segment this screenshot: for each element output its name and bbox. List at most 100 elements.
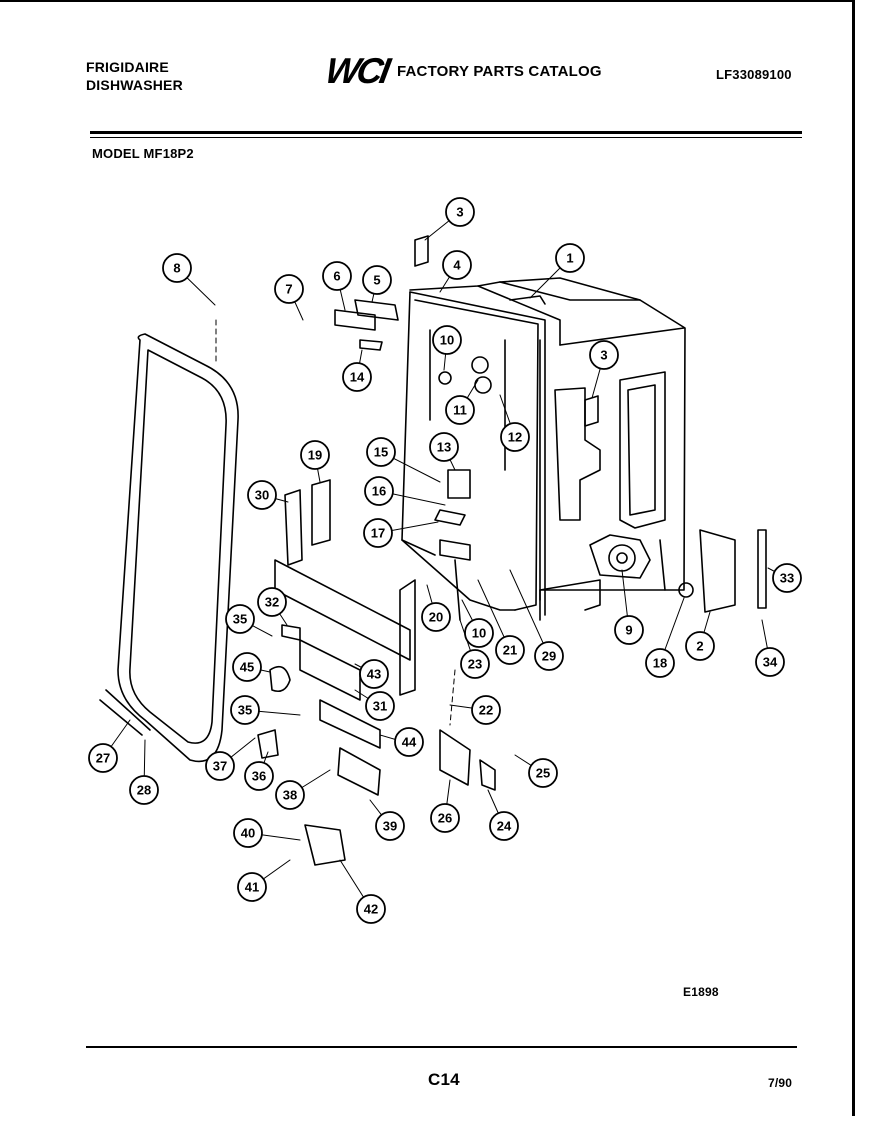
svg-text:5: 5	[373, 273, 380, 288]
svg-text:32: 32	[265, 595, 279, 610]
callout-33: 33	[772, 563, 802, 593]
callout-8: 8	[162, 253, 192, 283]
door-gasket	[99, 333, 239, 763]
callout-4: 4	[442, 250, 472, 280]
svg-text:30: 30	[255, 488, 269, 503]
svg-text:38: 38	[283, 788, 297, 803]
callout-22: 22	[471, 695, 501, 725]
svg-text:8: 8	[173, 261, 180, 276]
callout-39: 39	[375, 811, 405, 841]
svg-text:29: 29	[542, 649, 556, 664]
svg-text:35: 35	[233, 612, 247, 627]
callout-9: 9	[614, 615, 644, 645]
header-rule-thick	[90, 131, 802, 134]
callout-30: 30	[247, 480, 277, 510]
svg-text:23: 23	[468, 657, 482, 672]
callout-13: 13	[429, 432, 459, 462]
svg-text:16: 16	[372, 484, 386, 499]
callout-28: 28	[129, 775, 159, 805]
callout-2: 2	[685, 631, 715, 661]
callout-42: 42	[356, 894, 386, 924]
svg-text:33: 33	[780, 571, 794, 586]
callout-32: 32	[257, 587, 287, 617]
callout-17: 17	[363, 518, 393, 548]
callout-29: 29	[534, 641, 564, 671]
svg-text:4: 4	[453, 258, 461, 273]
svg-text:20: 20	[429, 610, 443, 625]
svg-text:45: 45	[240, 660, 254, 675]
callout-27: 27	[88, 743, 118, 773]
brand-block: FRIGIDAIRE DISHWASHER	[86, 58, 183, 94]
svg-text:2: 2	[696, 639, 703, 654]
svg-text:40: 40	[241, 826, 255, 841]
door-panel-assembly	[274, 479, 416, 796]
callout-21: 21	[495, 635, 525, 665]
svg-text:44: 44	[402, 735, 417, 750]
svg-text:7: 7	[285, 282, 292, 297]
svg-text:22: 22	[479, 703, 493, 718]
page-border-top	[0, 0, 855, 2]
callout-20: 20	[421, 602, 451, 632]
svg-text:24: 24	[497, 819, 512, 834]
svg-text:11: 11	[453, 403, 467, 418]
svg-text:35: 35	[238, 703, 252, 718]
callout-37: 37	[205, 751, 235, 781]
callout-26: 26	[430, 803, 460, 833]
svg-text:14: 14	[350, 370, 365, 385]
svg-text:19: 19	[308, 448, 322, 463]
svg-text:31: 31	[373, 699, 387, 714]
svg-text:39: 39	[383, 819, 397, 834]
callout-25: 25	[528, 758, 558, 788]
callout-15: 15	[366, 437, 396, 467]
callout-11: 11	[445, 395, 475, 425]
callout-45: 45	[232, 652, 262, 682]
svg-text:43: 43	[367, 667, 381, 682]
control-parts	[257, 624, 346, 866]
svg-text:10: 10	[472, 626, 486, 641]
callout-7: 7	[274, 274, 304, 304]
svg-text:26: 26	[438, 811, 452, 826]
product-type: DISHWASHER	[86, 77, 183, 93]
svg-text:18: 18	[653, 656, 667, 671]
svg-text:10: 10	[440, 333, 454, 348]
callout-43: 43	[359, 659, 389, 689]
callout-16: 16	[364, 476, 394, 506]
dispenser-parts	[434, 356, 496, 791]
svg-text:25: 25	[536, 766, 550, 781]
callout-3: 3	[445, 197, 475, 227]
callout-1: 1	[555, 243, 585, 273]
model-number: MODEL MF18P2	[92, 146, 194, 161]
page-number: C14	[428, 1070, 460, 1089]
svg-text:1: 1	[566, 251, 573, 266]
page-border-right	[852, 0, 855, 1116]
callout-35: 35	[230, 695, 260, 725]
callout-34: 34	[755, 647, 785, 677]
svg-text:12: 12	[508, 430, 522, 445]
callout-10: 10	[432, 325, 462, 355]
callout-24: 24	[489, 811, 519, 841]
callout-31: 31	[365, 691, 395, 721]
catalog-header: WCI FACTORY PARTS CATALOG	[322, 50, 602, 92]
svg-text:9: 9	[625, 623, 632, 638]
callout-38: 38	[275, 780, 305, 810]
callout-6: 6	[322, 261, 352, 291]
callout-12: 12	[500, 422, 530, 452]
callout-group: 1 2 3 3 4 5 6 7 8 9 10 10 11 12 13 14 15…	[88, 197, 802, 924]
callout-5: 5	[362, 265, 392, 295]
svg-text:6: 6	[333, 269, 340, 284]
callout-23: 23	[460, 649, 490, 679]
callout-19: 19	[300, 440, 330, 470]
svg-text:41: 41	[245, 880, 259, 895]
header-rule-thin	[90, 137, 802, 138]
side-parts	[334, 235, 767, 613]
catalog-title: FACTORY PARTS CATALOG	[396, 62, 602, 80]
svg-text:28: 28	[137, 783, 151, 798]
callout-18: 18	[645, 648, 675, 678]
footer-rule	[86, 1046, 797, 1048]
svg-text:13: 13	[437, 440, 451, 455]
svg-text:17: 17	[371, 526, 385, 541]
callout-41: 41	[237, 872, 267, 902]
callout-44: 44	[394, 727, 424, 757]
